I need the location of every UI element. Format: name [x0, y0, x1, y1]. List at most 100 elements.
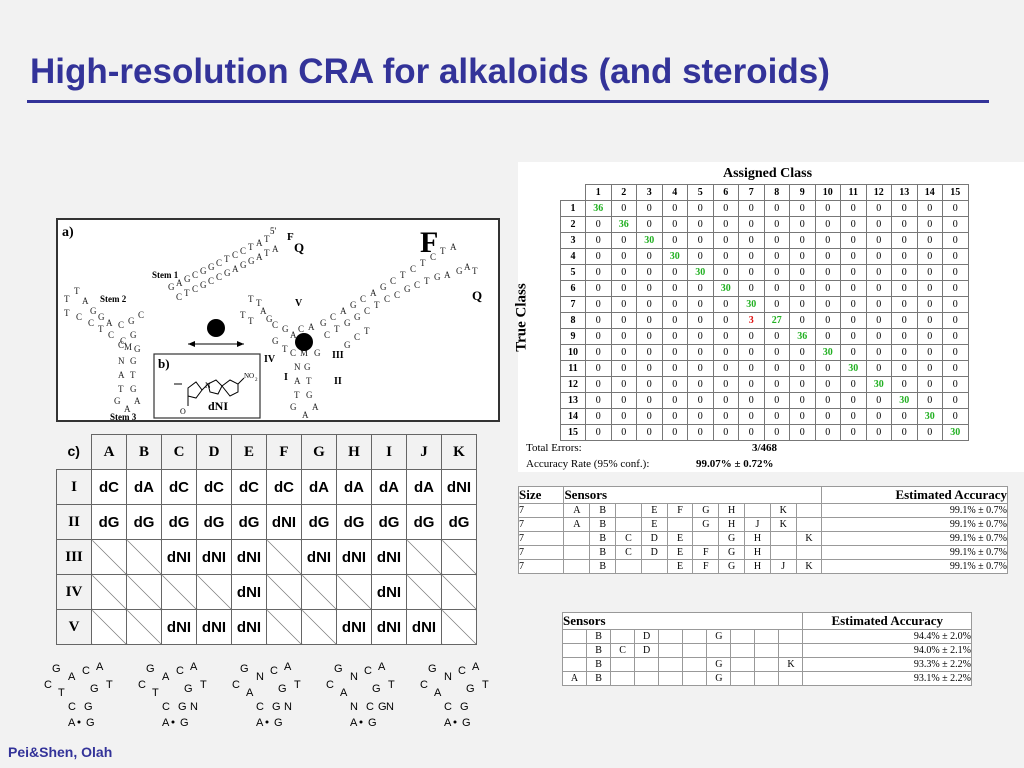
empty-grid-cell	[91, 539, 127, 575]
confusion-cell: 0	[661, 296, 688, 313]
confusion-cell: 0	[840, 232, 867, 249]
confusion-cell: 0	[610, 424, 637, 441]
confusion-cell: 0	[636, 312, 663, 329]
svg-text:N: N	[118, 356, 125, 366]
confusion-cell: 0	[789, 392, 816, 409]
sensor-cell	[795, 503, 823, 518]
sensor-cell: B	[586, 657, 612, 672]
stem-base-letter: N	[284, 701, 292, 713]
confusion-cell: 0	[942, 216, 969, 233]
svg-text:A: A	[256, 238, 263, 248]
svg-text:G: G	[128, 316, 135, 326]
accuracy-header: Estimated Accuracy	[802, 612, 972, 630]
confusion-cell: 0	[763, 392, 790, 409]
sensor-cell: G	[706, 671, 732, 686]
confusion-cell: 0	[891, 312, 918, 329]
confusion-cell: 0	[712, 264, 739, 281]
confusion-cell: 30	[687, 264, 714, 281]
confusion-cell: 0	[687, 248, 714, 265]
confusion-cell: 27	[763, 312, 790, 329]
svg-text:C: C	[176, 292, 182, 302]
sensor-cell: D	[640, 545, 668, 560]
svg-text:C: C	[240, 246, 246, 256]
grid-row-label: II	[56, 504, 92, 540]
sensor-cell	[730, 629, 756, 644]
confusion-cell: 0	[789, 280, 816, 297]
svg-text:G: G	[114, 396, 121, 406]
empty-grid-cell	[336, 574, 372, 610]
svg-text:G: G	[314, 348, 321, 358]
confusion-cell: 0	[789, 248, 816, 265]
assigned-class-header: 5	[687, 184, 714, 201]
confusion-cell: 0	[661, 376, 688, 393]
stem-base-letter: A	[444, 717, 452, 729]
stem-base-letter: T	[200, 679, 207, 691]
true-class-header: 8	[560, 312, 586, 329]
dni-label: dNI	[208, 399, 228, 413]
confusion-cell: 0	[840, 392, 867, 409]
true-class-header: 7	[560, 296, 586, 313]
svg-text:C: C	[108, 330, 114, 340]
confusion-cell: 0	[789, 376, 816, 393]
confusion-cell: 0	[585, 216, 612, 233]
svg-text:T: T	[118, 384, 124, 394]
stem-base-letter: N	[386, 701, 394, 713]
empty-grid-cell	[406, 574, 442, 610]
true-class-header: 5	[560, 264, 586, 281]
confusion-cell: 0	[840, 328, 867, 345]
svg-text:A: A	[124, 404, 131, 414]
confusion-cell: 0	[942, 280, 969, 297]
sensor-cell	[692, 531, 720, 546]
confusion-cell: 0	[814, 360, 841, 377]
stem-base-letter: G	[466, 683, 475, 695]
assigned-class-header: 13	[891, 184, 918, 201]
confusion-cell: 0	[610, 280, 637, 297]
svg-text:A: A	[260, 306, 267, 316]
confusion-cell: 0	[610, 392, 637, 409]
confusion-cell: 0	[789, 360, 816, 377]
confusion-cell: 0	[942, 312, 969, 329]
confusion-cell: 30	[916, 408, 943, 425]
confusion-cell: 30	[712, 280, 739, 297]
confusion-cell: 0	[865, 248, 892, 265]
sensor-cell: C	[615, 545, 642, 560]
confusion-cell: 30	[942, 424, 969, 441]
assigned-class-header: 14	[916, 184, 943, 201]
confusion-cell: 0	[789, 232, 816, 249]
confusion-cell: 0	[891, 408, 918, 425]
nucleotide-cell: dG	[441, 504, 477, 540]
stem1-label: Stem 1	[152, 270, 179, 280]
stem-base-letter: N	[256, 671, 264, 683]
col-header-i: I	[371, 434, 407, 470]
confusion-cell: 0	[840, 344, 867, 361]
stem-base-letter: C	[364, 665, 372, 677]
svg-text:A: A	[290, 330, 297, 340]
confusion-cell: 0	[636, 264, 663, 281]
confusion-cell: 0	[840, 264, 867, 281]
confusion-cell: 36	[789, 328, 816, 345]
sensor-cell: G	[718, 531, 746, 546]
svg-text:T: T	[334, 324, 340, 334]
sensor-cell: B	[589, 531, 617, 546]
pair-dot	[453, 720, 457, 724]
confusion-cell: 0	[661, 312, 688, 329]
confusion-cell: 0	[763, 248, 790, 265]
confusion-cell: 0	[789, 344, 816, 361]
confusion-cell: 0	[712, 360, 739, 377]
nucleotide-cell: dNI	[441, 469, 477, 505]
confusion-cell: 30	[814, 344, 841, 361]
confusion-cell: 0	[763, 328, 790, 345]
true-class-header: 12	[560, 376, 586, 393]
confusion-cell: 0	[916, 200, 943, 217]
col-header-h: H	[336, 434, 372, 470]
svg-text:C: C	[360, 294, 366, 304]
stem-base-letter: G	[368, 717, 377, 729]
sensor-cell: D	[634, 643, 660, 658]
